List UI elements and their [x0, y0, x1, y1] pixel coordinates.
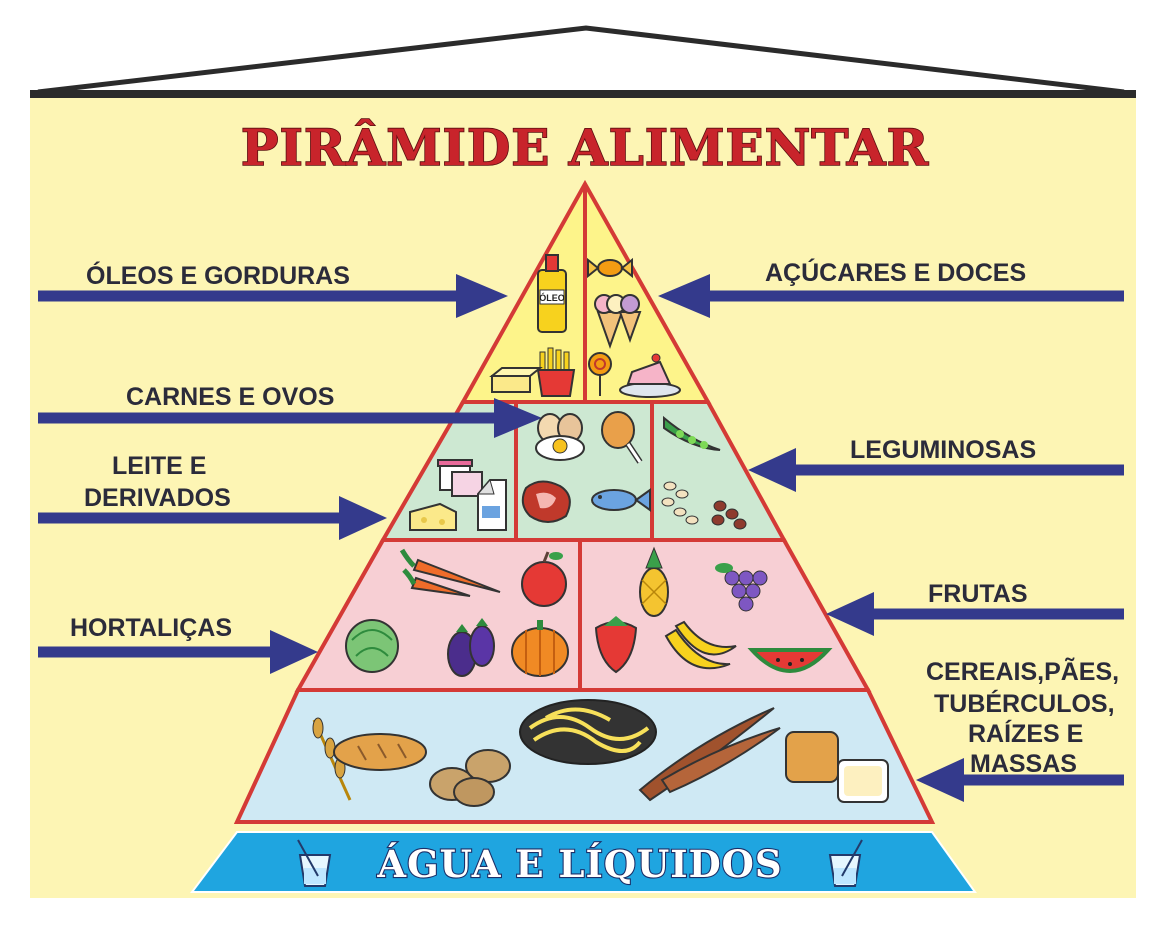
- fish-icon: [591, 488, 651, 512]
- fries-icon: [536, 347, 576, 397]
- pea-pod-icon: [663, 415, 721, 451]
- label-carnes: CARNES E OVOS: [126, 383, 334, 411]
- label-hortalicas: HORTALIÇAS: [70, 614, 232, 642]
- apple-icon: [521, 551, 567, 607]
- lollipop-icon: [588, 352, 612, 396]
- pineapple-icon: [639, 546, 669, 617]
- arrow-cereais: [916, 758, 1124, 802]
- steak-icon: [521, 480, 571, 523]
- grapes-icon: [715, 563, 768, 612]
- arrow-leite: [38, 496, 387, 540]
- label-acucares: AÇÚCARES E DOCES: [765, 257, 1026, 287]
- label-leite-2: DERIVADOS: [84, 484, 231, 512]
- arrow-hortalicas: [38, 630, 318, 674]
- butter-icon: [489, 367, 543, 393]
- cheese-icon: [409, 502, 457, 531]
- label-leguminosas: LEGUMINOSAS: [850, 436, 1036, 464]
- top-rod: [30, 90, 1136, 98]
- arrow-frutas: [826, 592, 1124, 636]
- eggplant-icon: [447, 618, 495, 677]
- label-frutas: FRUTAS: [928, 580, 1028, 608]
- banana-icon: [664, 620, 737, 670]
- chicken-leg-icon: [601, 411, 643, 464]
- beans-icon: [661, 481, 747, 530]
- sliced-bread-icon: [785, 731, 889, 803]
- label-cereais-3: RAÍZES E: [968, 719, 1083, 748]
- strawberry-icon: [594, 616, 638, 674]
- lettuce-icon: [345, 619, 399, 673]
- pumpkin-icon: [511, 620, 569, 677]
- arrow-carnes: [38, 398, 542, 438]
- glass-icon: [828, 839, 863, 887]
- water-band: ÁGUA E LÍQUIDOS: [190, 831, 977, 893]
- hanger-roof: [37, 25, 1125, 95]
- cake-icon: [619, 353, 681, 398]
- milk-carton-icon: [476, 478, 507, 531]
- label-cereais-2: TUBÉRCULOS,: [934, 689, 1115, 718]
- label-cereais-4: MASSAS: [970, 750, 1077, 778]
- label-oleos: ÓLEOS E GORDURAS: [86, 260, 350, 290]
- ice-cream-icon: [594, 294, 642, 350]
- oil-bottle-label: ÓLEO: [539, 292, 565, 303]
- spaghetti-icon: [519, 699, 657, 765]
- label-cereais-1: CEREAIS,PÃES,: [926, 656, 1119, 686]
- label-leite-1: LEITE E: [112, 452, 206, 480]
- eggs-icon: [535, 413, 585, 461]
- water-label: ÁGUA E LÍQUIDOS: [376, 842, 782, 886]
- arrow-oleos: [38, 274, 508, 318]
- carrot-icon: [399, 548, 501, 597]
- cassava-icon: [638, 707, 781, 802]
- candy-icon: [587, 257, 633, 279]
- arrow-leguminosas: [748, 448, 1124, 492]
- arrow-acucares: [658, 274, 1124, 318]
- watermelon-icon: [747, 648, 833, 673]
- potato-icon: [429, 749, 511, 807]
- page-title: PIRÂMIDE ALIMENTAR: [241, 118, 929, 177]
- yogurt-icon: [437, 459, 483, 497]
- oil-bottle-icon: ÓLEO: [537, 254, 567, 333]
- glass-icon: [297, 839, 332, 887]
- bread-icon: [333, 733, 427, 771]
